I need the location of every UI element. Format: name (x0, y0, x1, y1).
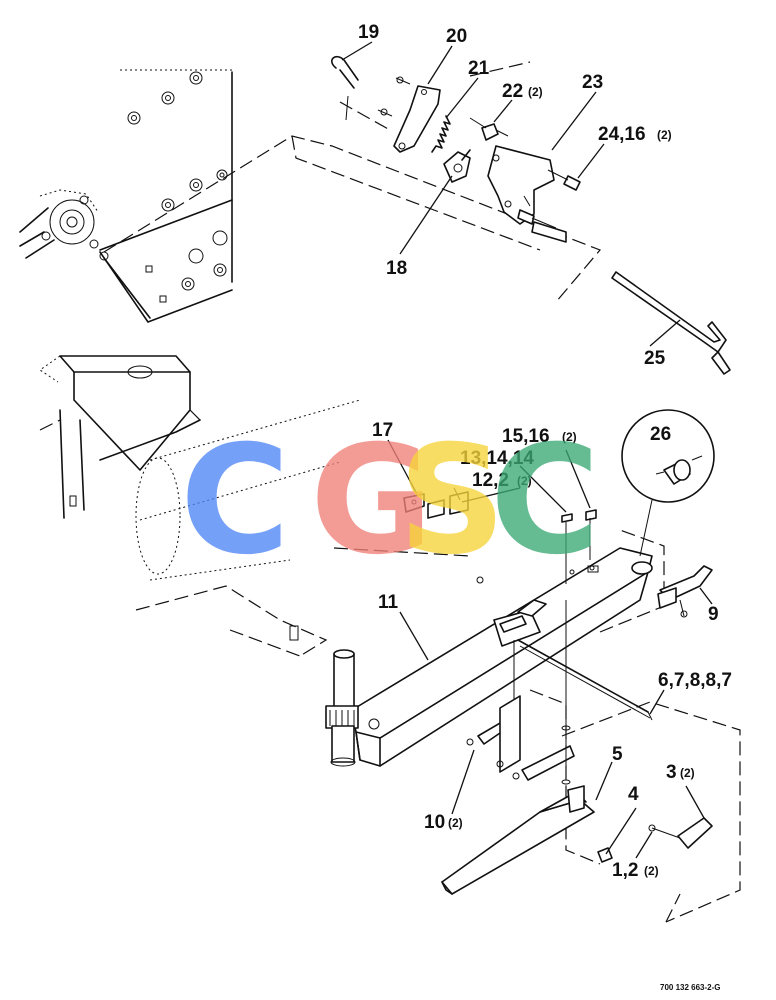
callout-1-2: 1,2 (612, 860, 638, 881)
callout-25: 25 (644, 348, 666, 369)
callouts: 19 20 21 22 (2) 23 24,16 (2) 18 25 17 15… (358, 22, 732, 881)
tube-section (135, 399, 361, 657)
watermark-letter-3: S (398, 414, 506, 588)
watermark-letter-4: C (490, 414, 600, 588)
callout-18: 18 (386, 258, 407, 279)
bracket-3 (648, 817, 713, 849)
callout-24-16: 24,16 (598, 124, 646, 145)
callout-1-qty: (2) (644, 864, 659, 878)
callout-24-qty: (2) (657, 128, 672, 142)
bolt-24 (517, 169, 581, 229)
rod-upper (531, 221, 567, 243)
clip-4 (597, 847, 613, 863)
pin-bracket-9 (657, 565, 713, 618)
callout-3: 3 (666, 762, 677, 783)
callout-22: 22 (502, 81, 523, 102)
bracket-20 (377, 76, 441, 153)
callout-10-qty: (2) (448, 816, 463, 830)
watermark: C G S C (180, 414, 600, 588)
watermark-letter-2: G (310, 414, 433, 588)
bolts-13-15 (561, 509, 597, 785)
upper-dash-outline (103, 61, 602, 303)
callout-26: 26 (650, 424, 671, 445)
main-arm-11 (351, 547, 653, 767)
callout-12-qty: (2) (517, 474, 532, 488)
callout-4: 4 (628, 784, 639, 805)
watermark-letter-1: C (180, 414, 290, 588)
callout-5: 5 (612, 744, 623, 765)
callout-11: 11 (378, 592, 399, 613)
callout-12-2: 12,2 (472, 470, 509, 491)
callout-19: 19 (358, 22, 379, 43)
callout-23: 23 (582, 72, 603, 93)
callout-13-14-14: 13,14,14 (460, 448, 534, 469)
callout-10: 10 (424, 812, 445, 833)
cotter-pin-19 (331, 55, 359, 121)
drawing-code: 700 132 663-2-G (660, 983, 721, 992)
upper-frame-panel (99, 69, 233, 323)
spring-21 (431, 115, 451, 153)
handle-rod-25 (611, 271, 731, 375)
pedal-5 (441, 740, 595, 895)
detail-circle-26 (621, 409, 715, 557)
leader-lines (341, 41, 713, 859)
callout-22-qty: (2) (528, 85, 543, 99)
callout-15-16: 15,16 (502, 426, 550, 447)
callout-15-qty: (2) (562, 430, 577, 444)
brackets-10 (466, 640, 575, 781)
callout-21: 21 (468, 58, 490, 79)
plates-17 (403, 487, 469, 519)
upper-hub-assembly (19, 189, 109, 261)
callout-9: 9 (708, 604, 719, 625)
lever-18 (443, 149, 471, 183)
lower-frame (39, 355, 201, 519)
rod-6 (517, 639, 653, 721)
callout-6-7-8-8-7: 6,7,8,8,7 (658, 670, 732, 691)
nut-small-top (476, 576, 484, 584)
spacer-22 (469, 117, 509, 141)
callout-17: 17 (372, 420, 393, 441)
pivot-tube (325, 649, 359, 767)
callout-3-qty: (2) (680, 766, 695, 780)
callout-20: 20 (446, 26, 467, 47)
